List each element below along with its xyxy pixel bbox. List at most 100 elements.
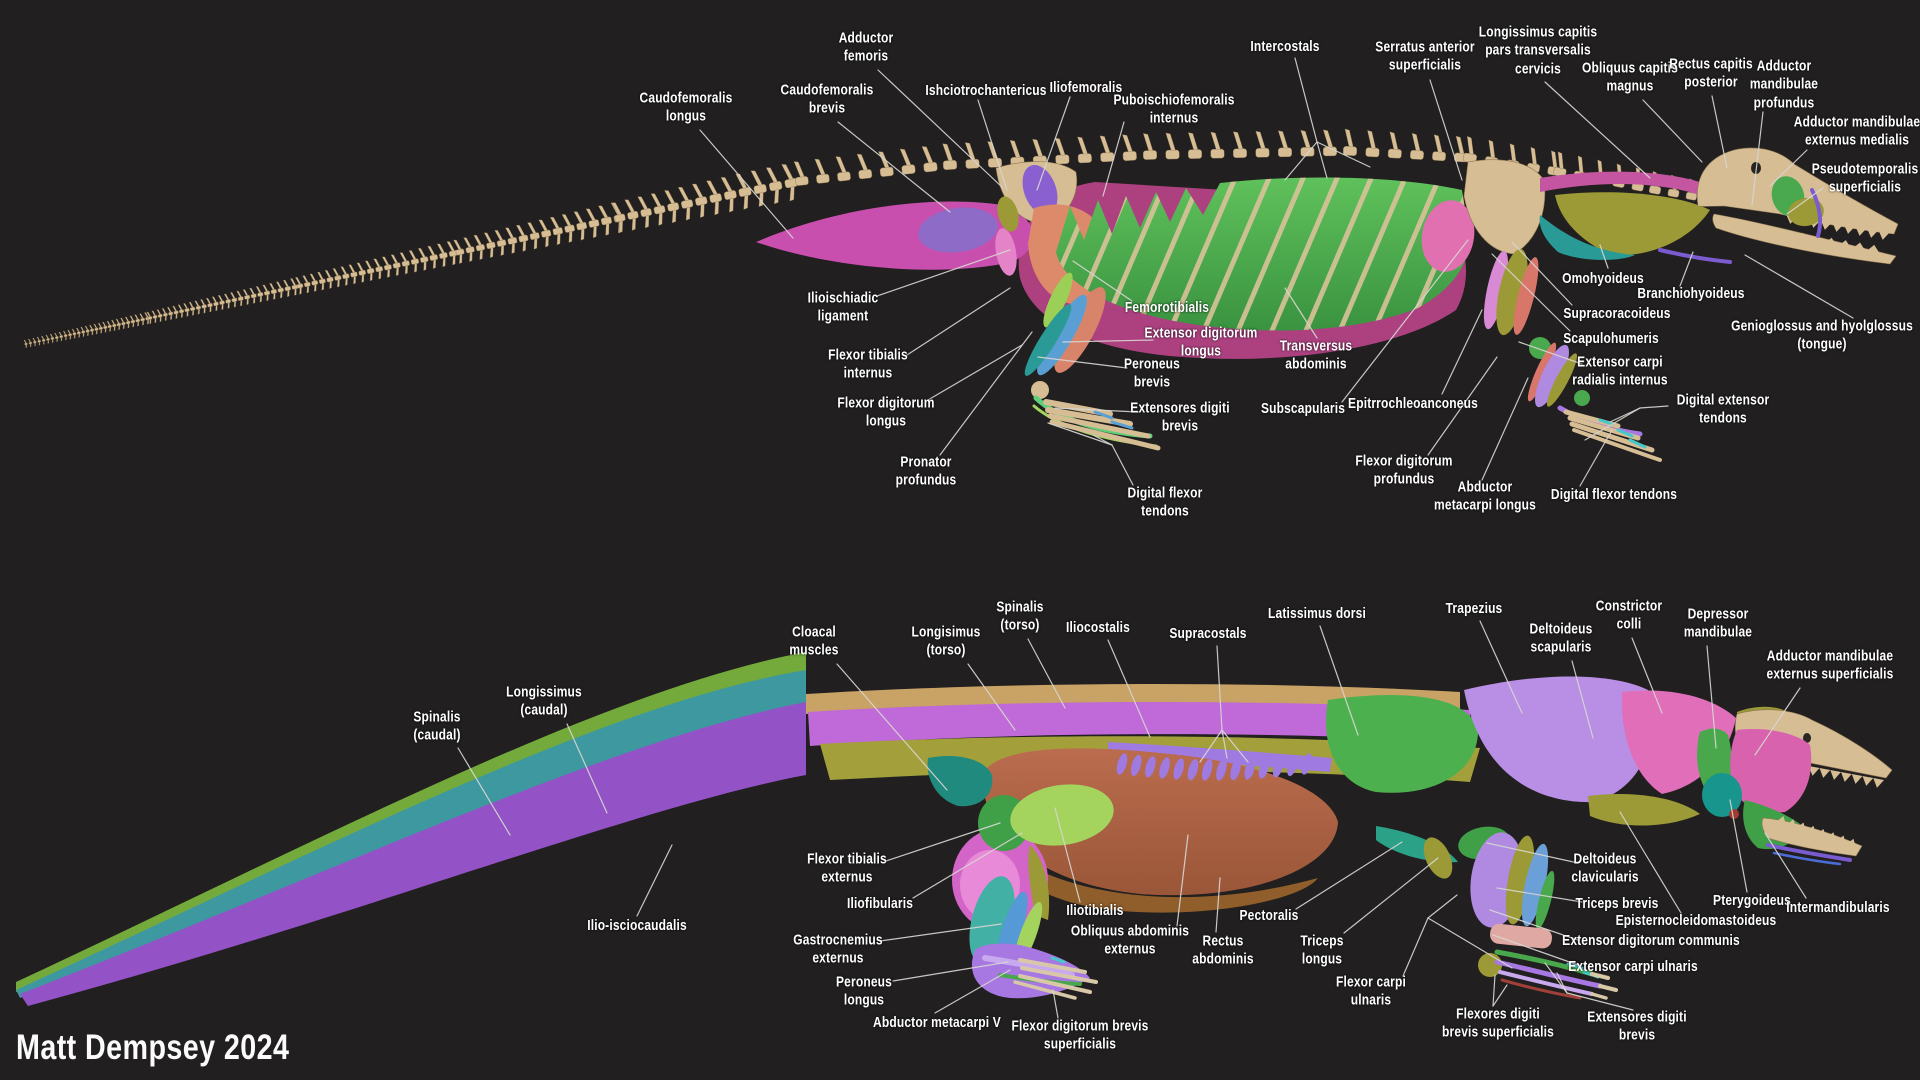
- leader-longissimus-capitis-pars-transversalis-cervicis: [1544, 81, 1651, 179]
- label-extensor-carpi-ulnaris: Extensor carpi ulnaris: [1568, 957, 1698, 975]
- label-pectoralis: Pectoralis: [1239, 906, 1299, 924]
- label-omohyoideus: Omohyoideus: [1562, 269, 1644, 287]
- leader-scapulohumeris: [1491, 253, 1571, 332]
- label-digital-flexor-tendons-forefoot: Digital flexor tendons: [1550, 485, 1678, 503]
- leader-flexor-tibialis-externus: [885, 822, 1001, 862]
- latissimus-dorsi-muscle: [1326, 695, 1479, 793]
- caudofemoralis-brevis-muscle: [918, 207, 998, 253]
- label-longissimus-caudal: Longissimus(caudal): [506, 683, 582, 719]
- leader-lines: [457, 57, 1854, 1019]
- adductor-femoris-muscle: [997, 196, 1019, 232]
- pseudotemporalis-patch: [1788, 197, 1824, 227]
- label-abductor-metacarpi-v: Abductor metacarpi V: [873, 1013, 1001, 1031]
- label-extensor-digitorum-communis: Extensor digitorum communis: [1562, 931, 1740, 949]
- leader-digital-flexor-tendons-hindfoot: [1111, 444, 1134, 486]
- label-intercostals: Intercostals: [1250, 37, 1320, 55]
- leader-subscapularis: [1341, 239, 1469, 403]
- leader-branchiohyoideus: [1679, 251, 1694, 287]
- leader-flexores-digiti-brevis-superficialis: [1492, 984, 1508, 1007]
- hind-limb-deep: [1024, 272, 1161, 451]
- leader-pronator-profundus: [939, 331, 1033, 456]
- artist-credit: Matt Dempsey 2024: [16, 1028, 290, 1067]
- leader-peroneus-longus: [892, 961, 1009, 982]
- label-intermandibularis: Intermandibularis: [1786, 898, 1890, 916]
- spinalis-caudal-band: [16, 652, 806, 992]
- leader-flexor-digitorum-profundus: [1427, 356, 1498, 456]
- leader-iliofemoralis: [1036, 96, 1071, 191]
- label-longisimus-torso: Longisimus(torso): [911, 623, 981, 659]
- leader-flexores-digiti-brevis-superficialis: [1492, 974, 1496, 1007]
- leader-supracostals: [1216, 645, 1223, 731]
- label-iliofibularis: Iliofibularis: [846, 894, 914, 912]
- leader-omohyoideus: [1599, 244, 1609, 269]
- lower-jaw: [1761, 817, 1863, 857]
- leader-iliofibularis: [912, 832, 1023, 899]
- leader-triceps-brevis: [1496, 887, 1583, 903]
- label-iliofemoralis: Iliofemoralis: [1049, 78, 1123, 96]
- label-pterygoideus: Pterygoideus: [1713, 891, 1791, 909]
- leader-flexor-digitorum-brevis-superficialis: [1052, 989, 1059, 1019]
- leader-pseudotemporalis-superficialis: [1786, 187, 1824, 215]
- label-branchiohyoideus: Branchiohyoideus: [1637, 284, 1745, 302]
- leader-digital-flexor-tendons-hindfoot: [1047, 422, 1113, 446]
- leader-puboischiofemoralis-internus: [1102, 121, 1125, 197]
- label-spinalis-caudal: Spinalis(caudal): [413, 708, 461, 744]
- leader-extensor-carpi-radialis-internus: [1518, 341, 1583, 365]
- leader-pterygoideus: [1729, 799, 1748, 893]
- leader-extensores-digiti-brevis: [1054, 407, 1139, 413]
- deep-musculature-figure: [23, 128, 1899, 462]
- leader-digital-flexor-tendons-hindfoot: [1092, 434, 1113, 446]
- iliofemoralis-muscle: [1022, 164, 1058, 216]
- trapezius-muscle: [1464, 676, 1652, 803]
- leader-deltoideus-scapularis: [1571, 660, 1594, 739]
- label-triceps-brevis: Triceps brevis: [1575, 894, 1659, 912]
- superficial-musculature-figure: [16, 652, 1893, 1006]
- leader-flexor-digitorum-longus: [927, 344, 1023, 401]
- adductor-mandibulae-externus-superficialis-muscle: [1730, 729, 1812, 813]
- leader-supracostals: [1221, 729, 1249, 763]
- label-ilio-isciocaudalis: Ilio-isciocaudalis: [587, 916, 687, 934]
- leader-rectus-capitis-posterior: [1711, 95, 1728, 169]
- label-femorotibialis: Femorotibialis: [1124, 298, 1210, 316]
- leader-ilio-isciocaudalis: [636, 844, 673, 917]
- leader-digital-extensor-tendons: [1639, 405, 1669, 409]
- label-supracostals: Supracostals: [1169, 624, 1247, 642]
- label-iliotibialis: Iliotibialis: [1066, 901, 1124, 919]
- leader-transversus-abdominis: [1284, 287, 1318, 339]
- leader-flexor-carpi-ulnaris: [1427, 894, 1458, 919]
- supracostal-scallops: [1116, 753, 1312, 781]
- leader-adductor-mandibulae-profundus: [1751, 111, 1764, 206]
- leader-cloacal-muscles: [836, 663, 948, 791]
- episternocleidomastoideus-muscle: [1588, 794, 1700, 826]
- label-subscapularis: Subscapularis: [1260, 399, 1346, 417]
- intercostals-muscle: [1056, 177, 1470, 331]
- leader-depressor-mandibulae: [1706, 645, 1717, 749]
- leader-pectoralis: [1295, 841, 1403, 910]
- leader-triceps-longus: [1343, 857, 1439, 934]
- leader-rectus-abdominis: [1215, 877, 1221, 933]
- leader-abductor-metacarpi-v: [934, 969, 1011, 1014]
- leader-adductor-femoris: [877, 69, 1004, 189]
- hind-limb-superficial: [927, 755, 1114, 1000]
- leader-intercostals: [1316, 141, 1328, 179]
- leader-serratus-anterior-superficialis: [1429, 79, 1463, 181]
